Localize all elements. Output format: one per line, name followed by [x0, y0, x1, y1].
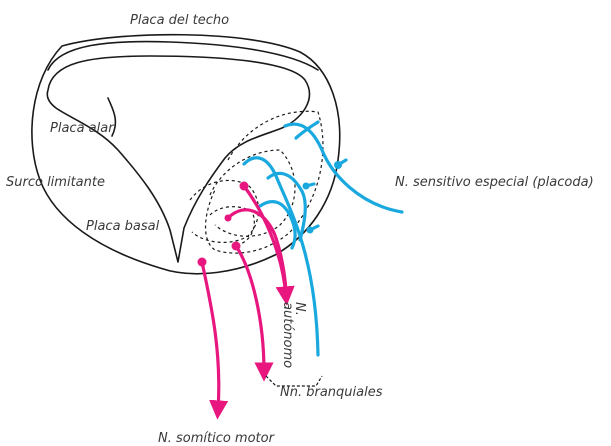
autonomic-nerve-label-line2: autónomo [280, 302, 295, 368]
autonomic-motor-nerve [239, 181, 295, 306]
roof-plate-line [47, 40, 319, 71]
branchial-sensory-fiber-1 [242, 156, 320, 357]
alar-plate-label: Placa alar [50, 121, 115, 136]
branchial-sensory-fiber-2 [266, 171, 307, 242]
branchial-branch-1 [304, 182, 316, 188]
somatic-loop-axon [226, 208, 288, 298]
branchial-branch-2 [308, 224, 320, 232]
central-canal [46, 55, 311, 263]
neural-tube-outline [31, 33, 341, 275]
somatic-motor-loop [224, 208, 288, 298]
nucleus-region-mid [209, 149, 296, 237]
branchial-motor-nerve [231, 241, 274, 382]
special-sensory-nerve-label: N. sensitivo especial (placoda) [395, 175, 594, 190]
branchial-nerves-label: Nn. branquiales [280, 385, 383, 400]
special-sensory-fiber [283, 122, 404, 214]
branchial-sensory-fiber-3 [258, 200, 297, 250]
nucleus-region-lower [209, 206, 255, 245]
branchial-sensory-nerves [242, 156, 320, 357]
somatic-motor-axon [200, 260, 229, 420]
special-sensory-branch [294, 120, 320, 140]
branchial-motor-axon [234, 244, 274, 382]
alar-ridge [107, 97, 117, 137]
nucleus-region-inner [189, 179, 260, 243]
special-sensory-stub [336, 158, 348, 167]
branchial-bracket [265, 375, 323, 387]
somatic-motor-nerve [197, 257, 229, 420]
autonomic-nerve-label-line1: N. [292, 302, 307, 316]
basal-plate-label: Placa basal [86, 219, 160, 234]
somatic-motor-nerve-label: N. somítico motor [158, 431, 276, 446]
special-sensory-nerve [283, 120, 404, 214]
roof-plate-label: Placa del techo [130, 13, 229, 28]
sulcus-limitans-label: Surco limitante [6, 175, 105, 190]
